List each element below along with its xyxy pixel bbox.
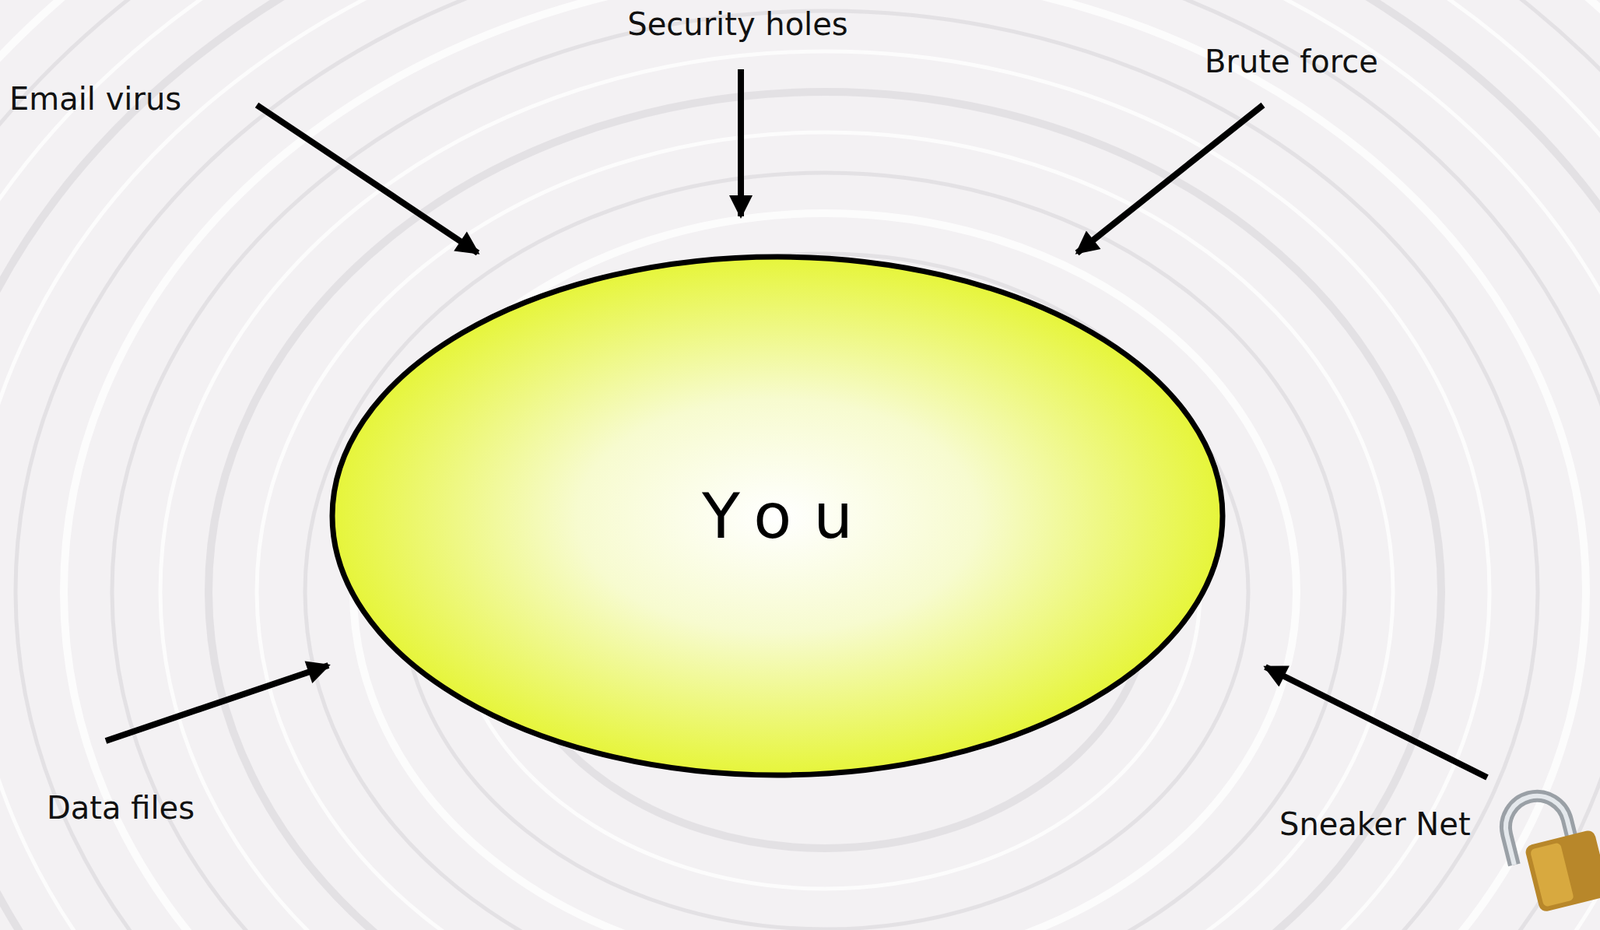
threat-arrow — [1265, 666, 1488, 778]
threat-arrow — [737, 69, 744, 217]
threat-arrow — [1077, 105, 1264, 253]
threat-label: Data files — [46, 790, 195, 825]
tunnel-ring — [305, 172, 1345, 930]
tunnel-ring — [63, 0, 1586, 930]
threat-arrow — [256, 105, 478, 253]
padlock-icon — [1498, 783, 1600, 916]
tunnel-ring — [160, 51, 1490, 930]
threat-label: Brute force — [1204, 44, 1379, 79]
tunnel-ring — [112, 10, 1538, 930]
tunnel-ring — [15, 0, 1600, 930]
threat-arrow — [105, 665, 329, 741]
padlock-body — [1523, 828, 1600, 913]
tunnel-ring — [256, 132, 1393, 930]
node-label: You — [701, 480, 875, 553]
threat-label: Email virus — [9, 81, 182, 116]
padlock-body-highlight — [1529, 842, 1575, 907]
ellipse-node: You — [328, 252, 1227, 779]
ellipse-shape — [332, 256, 1223, 776]
tunnel-ring — [208, 91, 1442, 930]
threat-label: Sneaker Net — [1279, 807, 1471, 842]
threat-label: Security holes — [627, 7, 848, 42]
